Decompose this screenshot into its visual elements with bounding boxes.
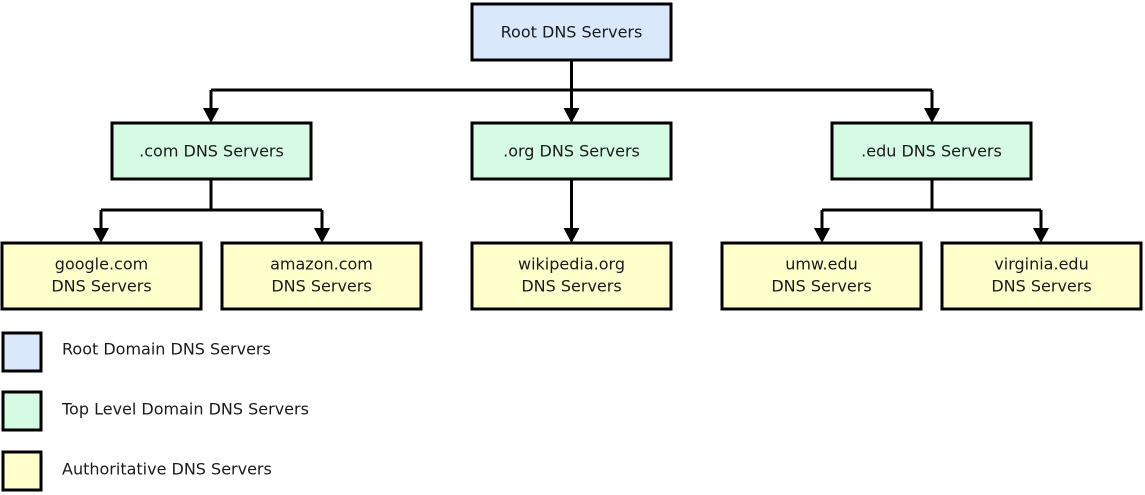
node-tld-org-box[interactable] (470, 121, 673, 181)
arrowhead-root-to-edu-icon (924, 108, 940, 123)
arrowhead-edu-to-umw-icon (814, 228, 830, 243)
arrowhead-org-to-wikipedia-icon (563, 228, 580, 243)
node-tld-org[interactable]: .org DNS Servers (470, 121, 673, 181)
node-authoritative-umw-label-line1: umw.edu (785, 255, 858, 274)
node-tld-edu-label: .edu DNS Servers (861, 142, 1002, 161)
node-authoritative-umw[interactable]: umw.edu DNS Servers (720, 241, 923, 311)
node-authoritative-wikipedia-label-line2: DNS Servers (521, 277, 621, 296)
node-tld-edu-box[interactable] (830, 121, 1033, 181)
node-authoritative-google-box[interactable] (0, 241, 203, 311)
node-authoritative-wikipedia-label-line1: wikipedia.org (518, 255, 625, 274)
node-authoritative-umw-box[interactable] (720, 241, 923, 311)
arrowhead-com-to-amazon-icon (314, 228, 330, 243)
node-authoritative-google-label-line2: DNS Servers (51, 277, 151, 296)
node-authoritative-wikipedia-box[interactable] (470, 241, 673, 311)
node-tld-org-label: .org DNS Servers (503, 142, 640, 161)
legend-item-authoritative: Authoritative DNS Servers (1, 450, 272, 492)
node-authoritative-virginia-label-line1: virginia.edu (994, 255, 1088, 274)
node-authoritative-virginia-label-line2: DNS Servers (991, 277, 1091, 296)
node-root-dns-servers-box[interactable] (470, 2, 673, 62)
node-tld-com[interactable]: .com DNS Servers (110, 121, 313, 181)
node-authoritative-amazon[interactable]: amazon.com DNS Servers (220, 241, 423, 311)
legend-label-authoritative: Authoritative DNS Servers (62, 460, 272, 479)
legend-swatch-root-domain (1, 331, 43, 373)
connector-group-root-to-tld (203, 60, 940, 123)
legend: Root Domain DNS Servers Top Level Domain… (1, 331, 309, 492)
node-root-dns-servers-label: Root DNS Servers (501, 23, 643, 42)
node-authoritative-google-label-line1: google.com (55, 255, 148, 274)
node-tld-edu[interactable]: .edu DNS Servers (830, 121, 1033, 181)
node-tld-com-label: .com DNS Servers (139, 142, 284, 161)
node-authoritative-amazon-label-line2: DNS Servers (271, 277, 371, 296)
node-tld-com-box[interactable] (110, 121, 313, 181)
node-authoritative-amazon-box[interactable] (220, 241, 423, 311)
connector-group-edu-to-leaves (814, 180, 1049, 243)
node-authoritative-virginia[interactable]: virginia.edu DNS Servers (940, 241, 1143, 311)
node-authoritative-google[interactable]: google.com DNS Servers (0, 241, 203, 311)
legend-label-root-domain: Root Domain DNS Servers (62, 340, 271, 359)
connector-group-com-to-leaves (93, 180, 330, 243)
arrowhead-root-to-org-icon (563, 108, 580, 123)
node-root-dns-servers[interactable]: Root DNS Servers (470, 2, 673, 62)
connector-group-org-to-leaves (563, 180, 580, 243)
node-authoritative-virginia-box[interactable] (940, 241, 1143, 311)
arrowhead-edu-to-virginia-icon (1033, 228, 1049, 243)
node-authoritative-wikipedia[interactable]: wikipedia.org DNS Servers (470, 241, 673, 311)
node-authoritative-umw-label-line2: DNS Servers (771, 277, 871, 296)
legend-swatch-authoritative (1, 450, 43, 492)
legend-label-top-level-domain: Top Level Domain DNS Servers (61, 400, 309, 419)
legend-item-root-domain: Root Domain DNS Servers (1, 331, 271, 373)
node-authoritative-amazon-label-line1: amazon.com (270, 255, 373, 274)
arrowhead-root-to-com-icon (203, 108, 219, 123)
arrowhead-com-to-google-icon (93, 228, 109, 243)
legend-item-top-level-domain: Top Level Domain DNS Servers (1, 390, 309, 432)
legend-swatch-top-level-domain (1, 390, 43, 432)
